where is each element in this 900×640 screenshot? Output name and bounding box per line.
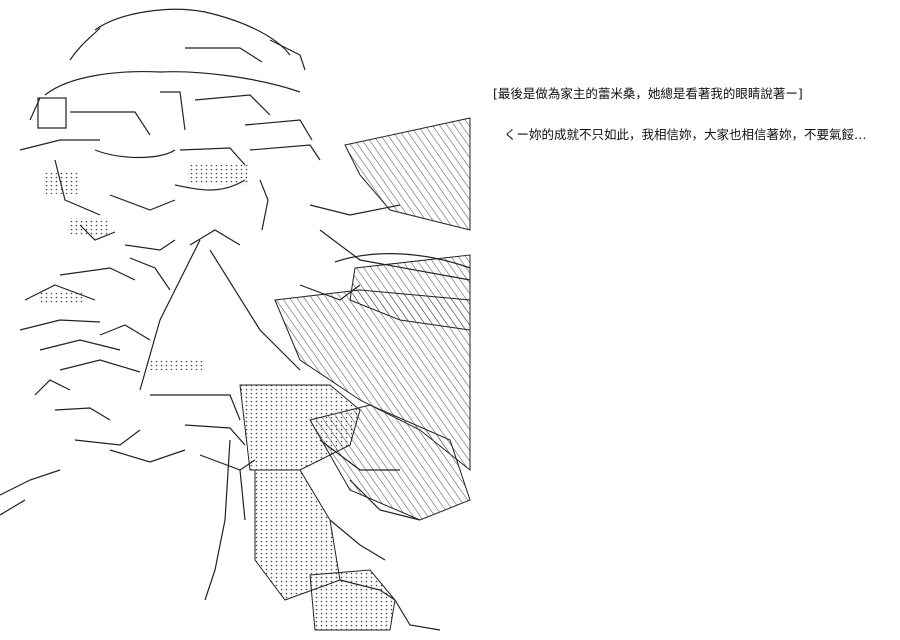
shoulders-outline (0, 239, 301, 516)
narration-caption: [最後是做為家主的蕾米桑，她總是看著我的眼睛說著ー] (493, 86, 803, 101)
wing-outline (299, 204, 471, 521)
dialogue-block: [最後是做為家主的蕾米桑，她總是看著我的眼睛說著ー] くー妳的成就不只如此，我相… (493, 84, 893, 145)
wing-hatching (274, 117, 471, 521)
character-speech: くー妳的成就不只如此，我相信妳，大家也相信著妳，不要氣餒… (504, 127, 867, 142)
character-art-icon (0, 8, 471, 631)
skirt-hatch (239, 384, 396, 631)
hair-hatch (40, 165, 250, 370)
skirt-outline (204, 439, 441, 631)
hat-outline (29, 8, 306, 121)
ascii-art-illustration (0, 8, 471, 631)
